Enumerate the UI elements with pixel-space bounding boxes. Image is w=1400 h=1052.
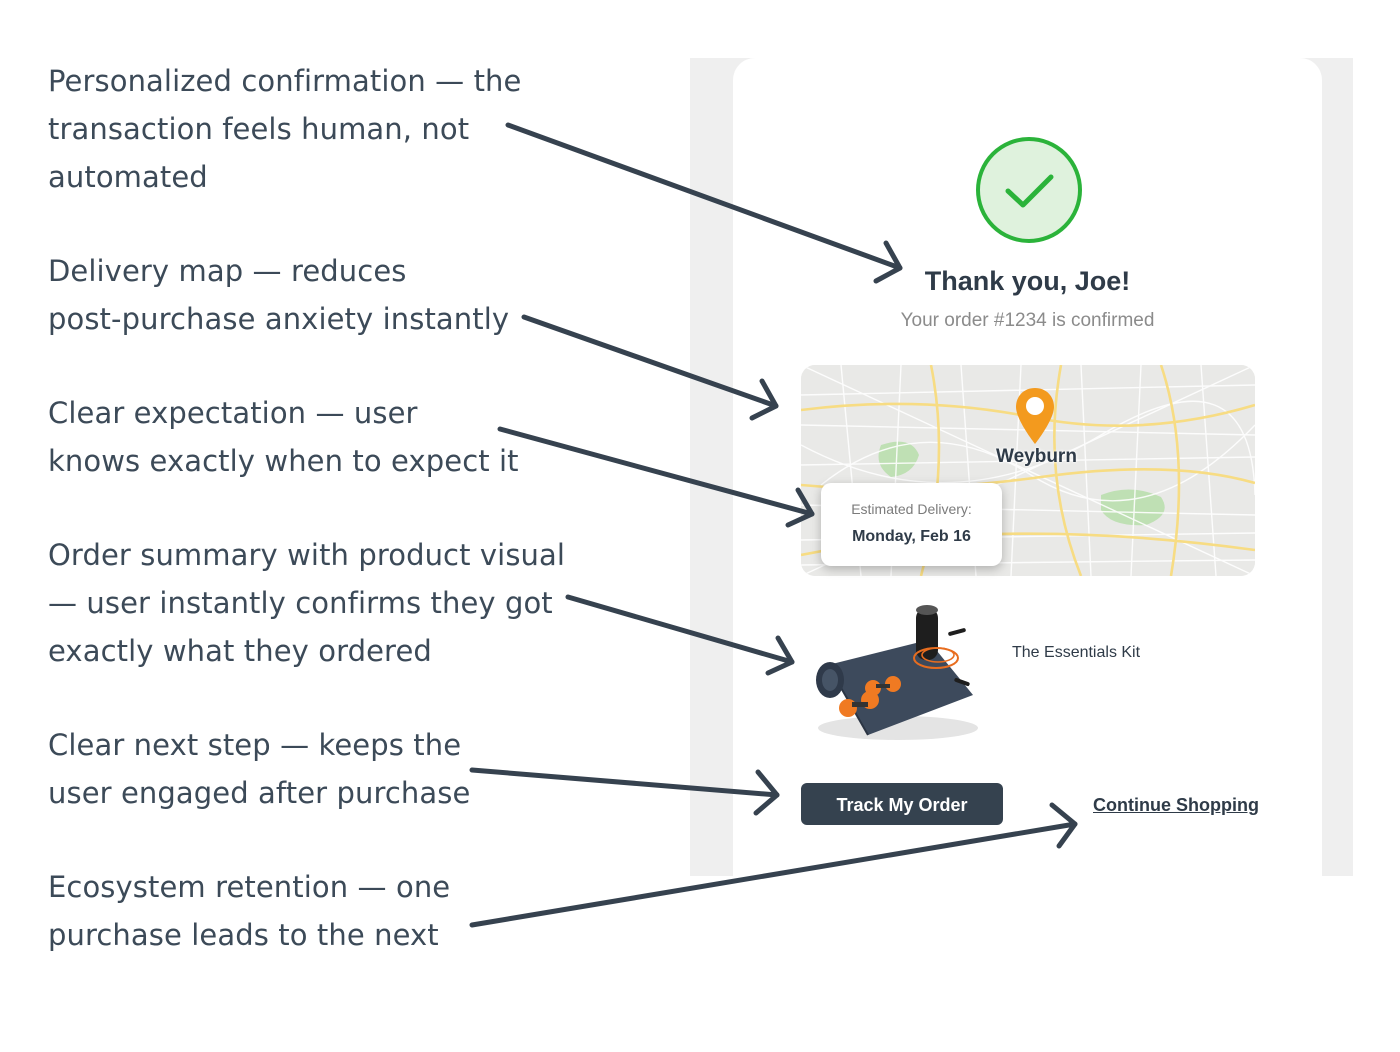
annotation-clear-expectation: Clear expectation — user knows exactly w… bbox=[48, 396, 519, 478]
arrowhead-title bbox=[873, 240, 903, 284]
arrow-to-map bbox=[521, 314, 779, 409]
annotation-delivery-map: Delivery map — reduces post-purchase anx… bbox=[48, 254, 510, 336]
thank-you-title: Thank you, Joe! bbox=[924, 266, 1131, 296]
arrow-to-product bbox=[565, 594, 795, 665]
annotation-next-step: Clear next step — keeps the user engaged… bbox=[48, 728, 471, 810]
arrow-to-delivery bbox=[497, 426, 815, 517]
arrow-to-track bbox=[469, 767, 780, 798]
product-name: The Essentials Kit bbox=[1012, 644, 1141, 661]
location-pin-icon bbox=[1014, 386, 1056, 451]
continue-shopping-link[interactable]: Continue Shopping bbox=[1093, 795, 1259, 815]
arrowhead-continue bbox=[1049, 802, 1078, 849]
annotation-order-summary: Order summary with product visual — user… bbox=[48, 538, 566, 668]
map-city-label: Weyburn bbox=[996, 446, 1077, 467]
estimated-delivery-date: Monday, Feb 16 bbox=[852, 528, 971, 545]
order-confirmed-text: Your order #1234 is confirmed bbox=[900, 310, 1155, 331]
arrowhead-map bbox=[749, 378, 779, 421]
fitness-kit-image bbox=[808, 600, 988, 755]
estimated-delivery-card: Estimated Delivery: Monday, Feb 16 bbox=[821, 483, 1002, 566]
arrowhead-product bbox=[765, 635, 795, 676]
estimated-delivery-label: Estimated Delivery: bbox=[851, 501, 972, 517]
annotation-ecosystem-retention: Ecosystem retention — one purchase leads… bbox=[48, 870, 451, 952]
arrowhead-track bbox=[753, 769, 780, 816]
arrow-to-continue bbox=[469, 821, 1078, 928]
arrowhead-delivery bbox=[785, 487, 815, 528]
track-order-button[interactable]: Track My Order bbox=[801, 783, 1003, 825]
success-check-icon bbox=[976, 137, 1082, 243]
annotation-personalized-confirmation: Personalized confirmation — the transact… bbox=[48, 64, 522, 194]
arrow-to-title bbox=[505, 122, 903, 271]
